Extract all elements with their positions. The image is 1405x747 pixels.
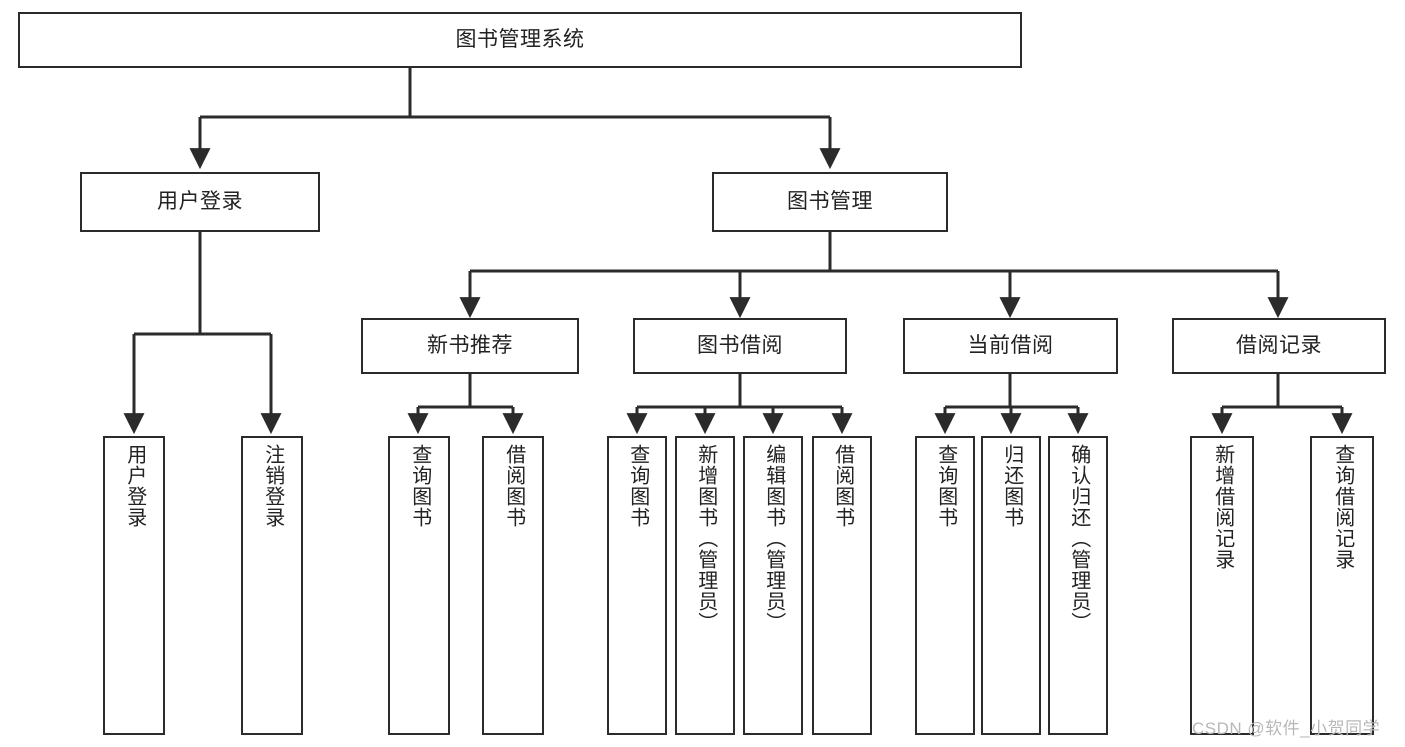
- node-leaf-confirm-return[interactable]: 确认归还（管理员）: [1048, 436, 1108, 735]
- node-book-borrow[interactable]: 图书借阅: [633, 318, 847, 374]
- node-leaf-add-record[interactable]: 新增借阅记录: [1190, 436, 1254, 735]
- node-leaf-logout-login[interactable]: 注销登录: [241, 436, 303, 735]
- node-leaf-query-book-3-label: 查询图书: [934, 444, 957, 528]
- node-leaf-borrow-book-2[interactable]: 借阅图书: [812, 436, 872, 735]
- node-user-login[interactable]: 用户登录: [80, 172, 320, 232]
- node-leaf-edit-book[interactable]: 编辑图书（管理员）: [743, 436, 803, 735]
- node-leaf-logout-login-label: 注销登录: [261, 444, 284, 528]
- node-leaf-return-book[interactable]: 归还图书: [981, 436, 1041, 735]
- node-leaf-query-record[interactable]: 查询借阅记录: [1310, 436, 1374, 735]
- node-leaf-query-book-2[interactable]: 查询图书: [607, 436, 667, 735]
- node-book-borrow-label: 图书借阅: [697, 334, 783, 358]
- watermark-text: CSDN @软件_小贺同学: [1192, 719, 1381, 738]
- node-leaf-user-login-label: 用户登录: [123, 444, 146, 528]
- node-book-management-label: 图书管理: [787, 190, 873, 214]
- node-leaf-edit-book-label: 编辑图书（管理员）: [762, 444, 785, 633]
- node-user-login-label: 用户登录: [157, 190, 243, 214]
- node-new-book-recommend-label: 新书推荐: [427, 334, 513, 358]
- node-leaf-add-book[interactable]: 新增图书（管理员）: [675, 436, 735, 735]
- node-leaf-query-book-1-label: 查询图书: [408, 444, 431, 528]
- node-leaf-user-login[interactable]: 用户登录: [103, 436, 165, 735]
- node-leaf-add-record-label: 新增借阅记录: [1211, 444, 1234, 570]
- node-leaf-borrow-book-1[interactable]: 借阅图书: [482, 436, 544, 735]
- node-leaf-query-book-1[interactable]: 查询图书: [388, 436, 450, 735]
- node-root[interactable]: 图书管理系统: [18, 12, 1022, 68]
- node-borrow-record-label: 借阅记录: [1236, 334, 1322, 358]
- node-leaf-query-book-3[interactable]: 查询图书: [915, 436, 975, 735]
- node-current-borrow-label: 当前借阅: [967, 334, 1054, 358]
- node-leaf-confirm-return-label: 确认归还（管理员）: [1067, 444, 1090, 633]
- node-borrow-record[interactable]: 借阅记录: [1172, 318, 1386, 374]
- node-leaf-borrow-book-2-label: 借阅图书: [831, 444, 854, 528]
- node-root-label: 图书管理系统: [455, 28, 585, 52]
- node-leaf-borrow-book-1-label: 借阅图书: [502, 444, 525, 528]
- node-leaf-query-record-label: 查询借阅记录: [1331, 444, 1354, 570]
- node-leaf-return-book-label: 归还图书: [1000, 444, 1023, 528]
- node-new-book-recommend[interactable]: 新书推荐: [361, 318, 579, 374]
- node-book-management[interactable]: 图书管理: [712, 172, 948, 232]
- node-current-borrow[interactable]: 当前借阅: [903, 318, 1118, 374]
- node-leaf-query-book-2-label: 查询图书: [626, 444, 649, 528]
- node-leaf-add-book-label: 新增图书（管理员）: [694, 444, 717, 633]
